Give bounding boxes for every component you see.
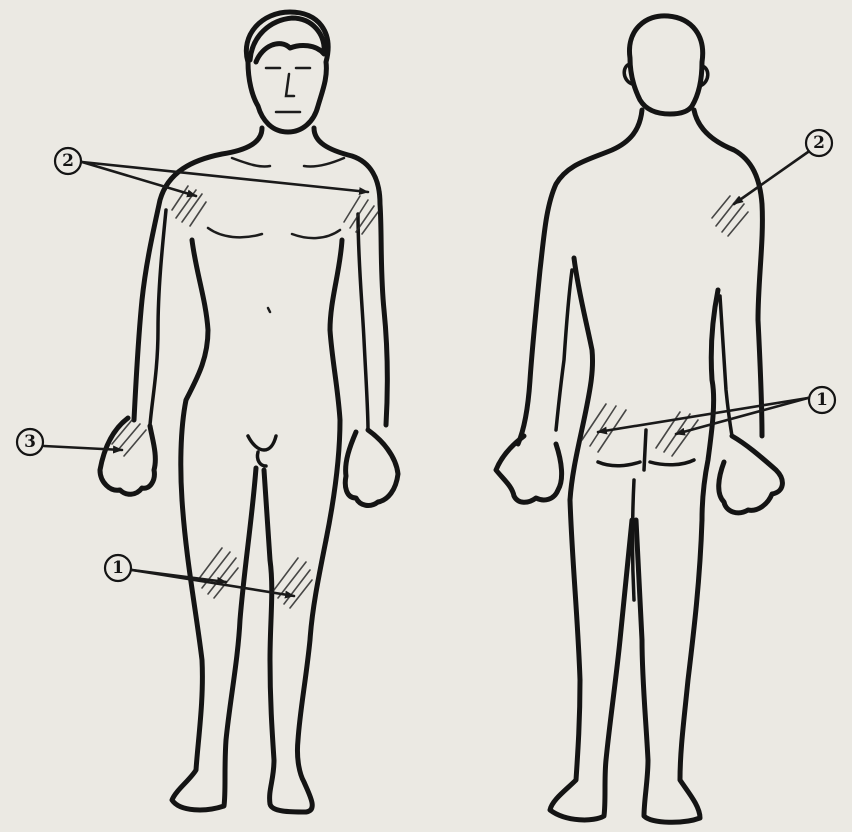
back-right-arm-inner (720, 296, 732, 436)
front-torso-right (326, 240, 342, 540)
back-marker-2: 2 (806, 130, 832, 156)
front-marker-3-label: 3 (24, 432, 36, 452)
front-right-leg (264, 470, 326, 812)
back-right-side (694, 110, 762, 436)
front-marker-2-label: 2 (62, 151, 74, 171)
back-marker-1-label: 1 (816, 390, 828, 410)
front-groin (248, 436, 276, 450)
front-right-side (314, 128, 387, 425)
back-torso-left (570, 258, 593, 500)
front-right-knee-hatch (274, 558, 312, 608)
back-buttocks-hatch (582, 404, 698, 456)
back-left-leg (550, 500, 632, 820)
back-ears (624, 64, 708, 86)
front-right-hand (345, 430, 398, 505)
front-marker-1-label: 1 (112, 558, 124, 578)
front-genitals (257, 452, 266, 466)
front-left-leg (172, 468, 256, 810)
front-marker-3: 3 (17, 429, 43, 455)
back-left-hand (496, 436, 562, 502)
front-marker-2: 2 (55, 148, 81, 174)
front-arrow-2b (82, 162, 368, 192)
front-left-shoulder-hatch (172, 186, 206, 226)
back-left-arm-inner (556, 270, 572, 430)
back-right-shoulder-hatch (712, 196, 748, 236)
front-clavicle (232, 158, 344, 167)
front-figure (100, 12, 398, 812)
front-marker-1: 1 (105, 555, 131, 581)
front-nose (286, 74, 294, 96)
front-navel (268, 308, 270, 312)
front-right-shoulder-hatch (344, 196, 378, 234)
front-chest-right (292, 230, 340, 238)
front-torso-left (181, 240, 208, 500)
back-marker-2-label: 2 (813, 133, 825, 153)
back-gluteal-cleft (644, 430, 646, 470)
front-chest-left (208, 228, 262, 237)
back-head (629, 16, 702, 114)
front-left-knee-hatch (198, 548, 238, 598)
front-left-hand (100, 418, 155, 494)
back-figure (496, 16, 782, 822)
back-inner-leg-line (633, 480, 635, 600)
front-right-arm-inner (358, 214, 368, 430)
back-marker-1: 1 (809, 387, 835, 413)
back-right-hand (719, 436, 783, 513)
back-torso-right (702, 290, 718, 520)
back-right-leg (636, 520, 702, 822)
back-left-side (518, 110, 642, 444)
front-arrow-3 (44, 446, 122, 450)
